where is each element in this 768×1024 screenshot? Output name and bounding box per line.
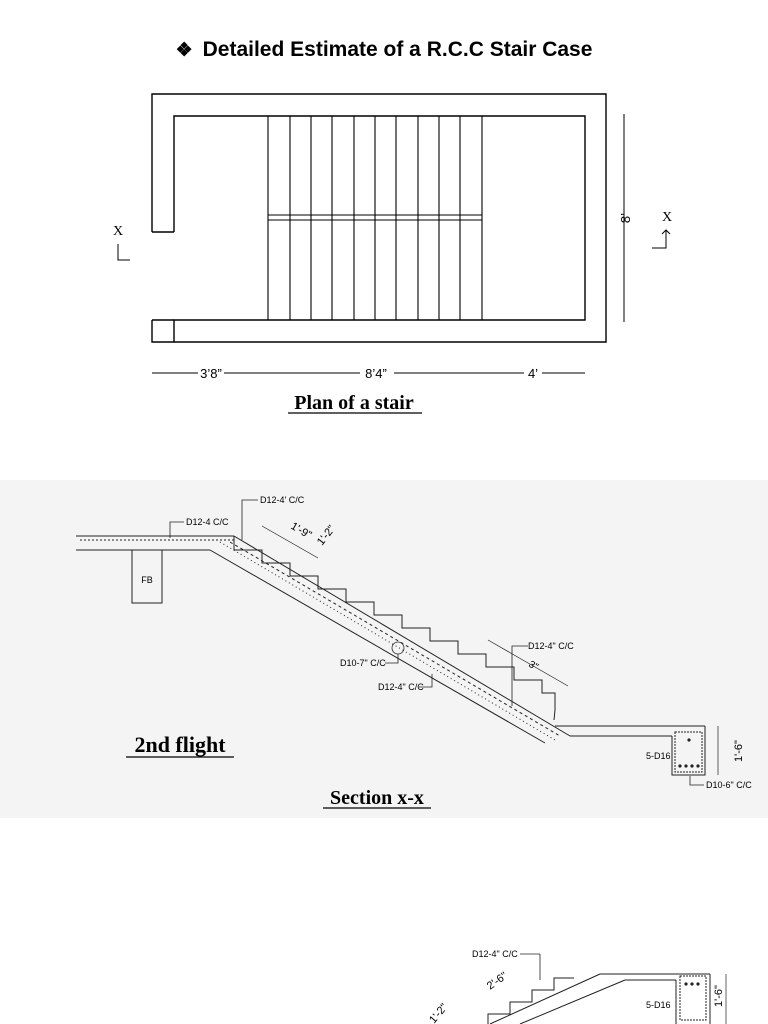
stair-steps (233, 536, 556, 721)
label-5d16-first: 5-D16 (646, 1000, 671, 1010)
plan-walls (151, 93, 607, 343)
plan-caption: Plan of a stair (294, 392, 414, 414)
flight-caption: 2nd flight (134, 732, 226, 757)
leader-d12-top (169, 521, 184, 538)
dim-1-6: 1'-6" (733, 740, 745, 762)
label-d12-4-cc-mid: D12-4" C/C (528, 641, 574, 651)
leader-d10 (385, 654, 399, 664)
label-d12-4-cc-slab: D12-4' C/C (260, 495, 305, 505)
dim-line-1-9 (261, 525, 319, 559)
dim-height-label: 8’ (618, 213, 633, 223)
label-d12-4-cc-top: D12-4 C/C (186, 517, 229, 527)
first-flight-slab (487, 973, 711, 1024)
dim-right-label: 4’ (528, 366, 538, 381)
label-5d16: 5-D16 (646, 751, 671, 761)
label-d10-7-cc: D10-7" C/C (340, 658, 386, 668)
landing-slab-bottom (555, 725, 706, 776)
label-d12-4-cc-bottom: D12-4" C/C (378, 682, 424, 692)
first-flight-bars (684, 982, 700, 986)
leader-d12-mid (511, 645, 528, 706)
beam-bars (678, 738, 700, 768)
label-d12-4-cc-first: D12-4" C/C (472, 949, 518, 959)
diamond-bullet-icon: ❖ (175, 40, 193, 61)
section-mark-right: X (662, 210, 672, 225)
leader-d10-beam (689, 776, 704, 786)
section-arrow-left-icon (117, 244, 130, 261)
label-fb: FB (141, 575, 153, 585)
section-caption: Section x-x (330, 787, 424, 809)
plan-treads (267, 116, 483, 320)
dim-1-6-first: 1'-6" (713, 985, 725, 1007)
leader-d12-slab (241, 499, 258, 540)
dim-2-6: 2'-6" (485, 970, 510, 992)
dim-left-label: 3’8” (200, 366, 222, 381)
section-arrow-right-icon (652, 229, 671, 249)
section-mark-left: X (113, 224, 123, 239)
stair-plan-drawing: 8’ X X 3’8” 8’4” 4’ Plan of a stair (74, 84, 690, 424)
dim-1-2-first: 1'-2" (427, 1001, 450, 1024)
leader-d12-bottom (419, 674, 433, 688)
dim-line-3 (487, 639, 569, 687)
dim-middle-label: 8’4” (365, 366, 387, 381)
page-title: ❖ Detailed Estimate of a R.C.C Stair Case (0, 38, 768, 62)
section-2nd-flight-drawing: FB D12-4 C/C D12-4' C/C 1'-9" 1'-2" D10-… (0, 480, 768, 818)
label-d10-6-cc: D10-6" C/C (706, 780, 752, 790)
section-1st-flight-drawing: D12-4" C/C 2'-6" 1'-2" 5-D16 1'-6" (0, 940, 768, 1024)
landing-slab-top (76, 535, 236, 604)
page-title-text: Detailed Estimate of a R.C.C Stair Case (202, 38, 593, 61)
